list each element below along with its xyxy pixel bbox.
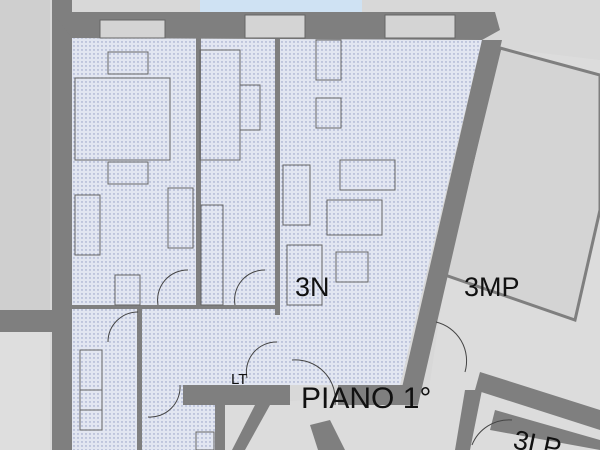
furniture <box>74 39 396 450</box>
windows <box>99 14 456 39</box>
apartment-lower-floor <box>72 308 215 450</box>
floor-label: PIANO 1° <box>301 382 431 415</box>
neighbor-block-left-top <box>0 0 50 315</box>
doors <box>107 269 513 446</box>
unit-label-3mp: 3MP <box>464 272 520 302</box>
window-top <box>200 0 362 12</box>
neighbor-block-left-bottom <box>0 332 50 450</box>
lift-label: LT <box>231 371 247 388</box>
unit-label-3n: 3N <box>295 272 330 302</box>
